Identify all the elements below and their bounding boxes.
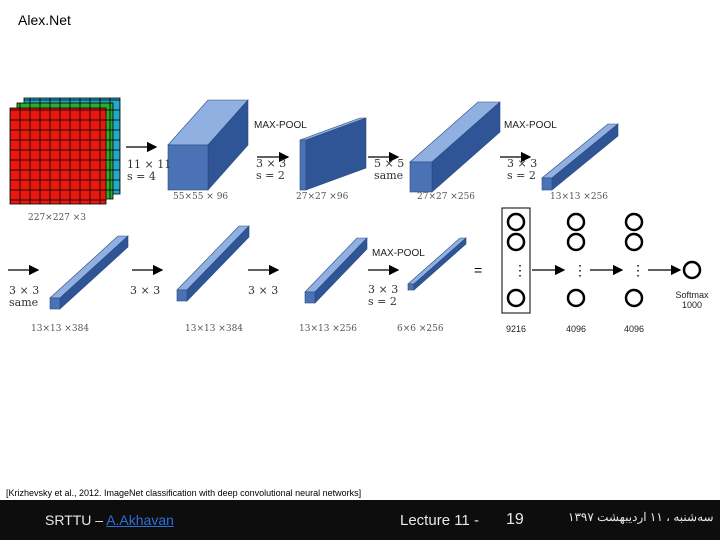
fc-layer-1-box [501, 207, 531, 314]
ellipsis-1: ⋮ [513, 262, 527, 278]
dim-v8: 6×6 ×256 [397, 324, 444, 334]
volume-27x27x96 [299, 117, 367, 191]
ellipsis-2: ⋮ [573, 262, 587, 278]
equals-sign: = [474, 262, 483, 278]
page-number: 19 [506, 511, 524, 528]
volume-27x27x256 [409, 101, 501, 193]
conv5-op: 3 × 3 [248, 284, 279, 297]
maxpool-label-3: MAX-POOL [372, 248, 425, 259]
fc-layers [501, 207, 702, 314]
citation: [Krizhevsky et al., 2012. ImageNet class… [6, 488, 362, 498]
volume-13x13x256 [541, 123, 619, 191]
footer-date: سه‌شنبه ، ۱۱ اردیبهشت ۱۳۹۷ [568, 510, 714, 524]
volume-13x13x256-b [304, 237, 368, 304]
fc1-units: 9216 [505, 324, 527, 334]
input-image-stack [9, 97, 121, 205]
dim-v4: 13×13 ×256 [550, 192, 609, 202]
footer-bar [0, 500, 720, 540]
dim-input: 227×227 ×3 [28, 213, 87, 223]
volume-13x13x384-a [49, 235, 129, 310]
dim-v3: 27×27 ×256 [417, 192, 476, 202]
dim-v6: 13×13 ×384 [185, 324, 244, 334]
maxpool-label-1: MAX-POOL [254, 120, 307, 131]
softmax-node [682, 260, 702, 280]
volume-6x6x256 [407, 237, 467, 291]
dim-v2: 27×27 ×96 [296, 192, 349, 202]
ellipsis-3: ⋮ [631, 262, 645, 278]
dim-v7: 13×13 ×256 [299, 324, 358, 334]
fc2-units: 4096 [565, 324, 587, 334]
volume-55x55x96 [167, 99, 249, 191]
dim-v1: 55×55 × 96 [173, 192, 229, 202]
author-link[interactable]: A.Akhavan [106, 512, 174, 528]
slide-title: Alex.Net [18, 12, 71, 28]
volume-13x13x384-b [176, 225, 250, 302]
dim-v5: 13×13 ×384 [31, 324, 90, 334]
conv4-op: 3 × 3 [130, 284, 161, 297]
footer-lecture: Lecture 11 - [400, 512, 479, 529]
maxpool-label-2: MAX-POOL [504, 120, 557, 131]
footer-org: SRTTU – A.Akhavan [45, 512, 174, 528]
fc3-units: 4096 [623, 324, 645, 334]
